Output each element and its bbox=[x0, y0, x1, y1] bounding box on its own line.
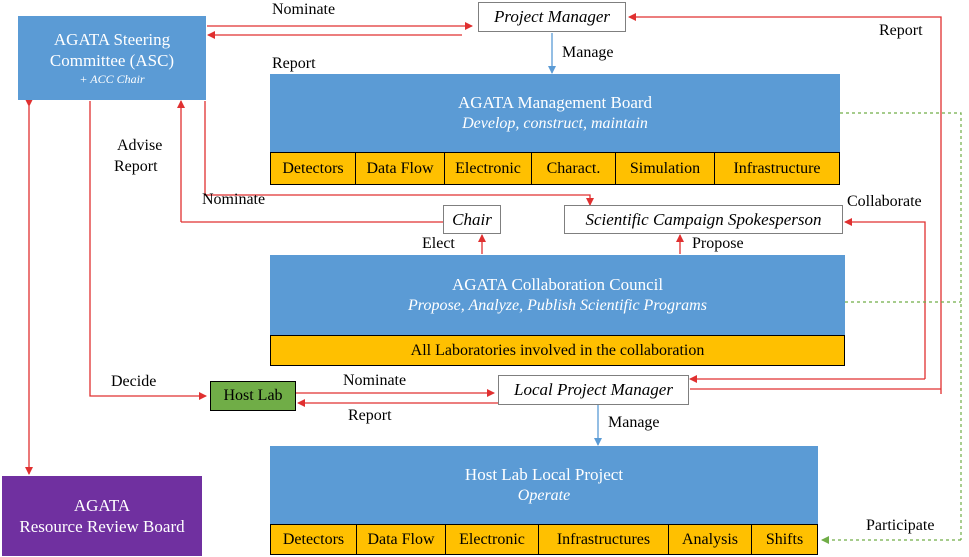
project-cell-detectors: Detectors bbox=[270, 524, 357, 555]
spokesperson-label: Scientific Campaign Spokesperson bbox=[585, 209, 822, 229]
label-participate: Participate bbox=[866, 517, 935, 534]
asc-box: AGATA Steering Committee (ASC) + ACC Cha… bbox=[18, 16, 206, 100]
board-cell-data-flow: Data Flow bbox=[355, 152, 445, 185]
label-nominate-top: Nominate bbox=[272, 1, 336, 18]
label-advise: Advise bbox=[117, 137, 163, 154]
label-report-right: Report bbox=[879, 22, 923, 39]
edge-asc-decide-host-lab bbox=[89, 101, 207, 400]
edge-board-participate bbox=[840, 112, 962, 540]
asc-sub: + ACC Chair bbox=[79, 72, 145, 86]
management-board-strip: Detectors Data Flow Electronic Charact. … bbox=[270, 152, 840, 185]
project-cell-electronic: Electronic bbox=[445, 524, 539, 555]
project-cell-shifts: Shifts bbox=[751, 524, 818, 555]
spokesperson-box: Scientific Campaign Spokesperson bbox=[564, 205, 843, 234]
council-cell-laboratories: All Laboratories involved in the collabo… bbox=[270, 335, 845, 366]
label-decide: Decide bbox=[111, 373, 157, 390]
asc-title-line1: AGATA Steering bbox=[53, 30, 171, 49]
project-cell-infrastructures: Infrastructures bbox=[538, 524, 669, 555]
label-report-left: Report bbox=[114, 158, 158, 175]
label-manage-top: Manage bbox=[562, 44, 614, 61]
council-strip: All Laboratories involved in the collabo… bbox=[270, 335, 845, 366]
local-pm-label: Local Project Manager bbox=[514, 380, 673, 399]
rrb-title-line1: AGATA bbox=[73, 496, 131, 515]
board-cell-electronic: Electronic bbox=[444, 152, 532, 185]
board-cell-detectors: Detectors bbox=[270, 152, 356, 185]
host-lab-label: Host Lab bbox=[223, 387, 283, 404]
edge-report-right-to-pm bbox=[628, 13, 942, 394]
chair-box: Chair bbox=[443, 205, 501, 234]
council-box: AGATA Collaboration Council Propose, Ana… bbox=[270, 255, 845, 335]
project-manager-box: Project Manager bbox=[478, 2, 626, 32]
asc-title-line2: Committee (ASC) bbox=[49, 51, 175, 70]
management-board-sub: Develop, construct, maintain bbox=[462, 115, 648, 132]
local-project-sub: Operate bbox=[517, 487, 571, 504]
label-nominate-mid: Nominate bbox=[202, 191, 266, 208]
project-cell-analysis: Analysis bbox=[668, 524, 752, 555]
host-lab-box: Host Lab bbox=[210, 381, 296, 411]
label-manage-low: Manage bbox=[608, 414, 660, 431]
label-nominate-low: Nominate bbox=[343, 372, 407, 389]
label-report-low: Report bbox=[348, 407, 392, 424]
rrb-title-line2: Resource Review Board bbox=[19, 517, 185, 536]
label-collaborate: Collaborate bbox=[847, 193, 922, 210]
board-cell-infrastructure: Infrastructure bbox=[714, 152, 840, 185]
label-elect: Elect bbox=[422, 235, 455, 252]
management-board-title: AGATA Management Board bbox=[457, 93, 653, 112]
chair-label: Chair bbox=[452, 209, 492, 229]
project-cell-data-flow: Data Flow bbox=[356, 524, 446, 555]
rrb-box: AGATA Resource Review Board bbox=[2, 476, 202, 556]
local-pm-box: Local Project Manager bbox=[498, 375, 689, 405]
local-project-title: Host Lab Local Project bbox=[464, 465, 624, 484]
council-title: AGATA Collaboration Council bbox=[451, 275, 664, 294]
label-propose: Propose bbox=[692, 235, 744, 252]
board-cell-simulation: Simulation bbox=[615, 152, 715, 185]
council-sub: Propose, Analyze, Publish Scientific Pro… bbox=[408, 297, 707, 314]
project-manager-label: Project Manager bbox=[494, 7, 610, 26]
management-board-box: AGATA Management Board Develop, construc… bbox=[270, 74, 840, 152]
local-project-box: Host Lab Local Project Operate bbox=[270, 446, 818, 524]
board-cell-charact: Charact. bbox=[531, 152, 616, 185]
edge-collaborate bbox=[844, 218, 926, 379]
label-report-board: Report bbox=[272, 55, 316, 72]
edge-asc-nominate-spokesperson bbox=[204, 101, 594, 206]
local-project-strip: Detectors Data Flow Electronic Infrastru… bbox=[270, 524, 818, 555]
